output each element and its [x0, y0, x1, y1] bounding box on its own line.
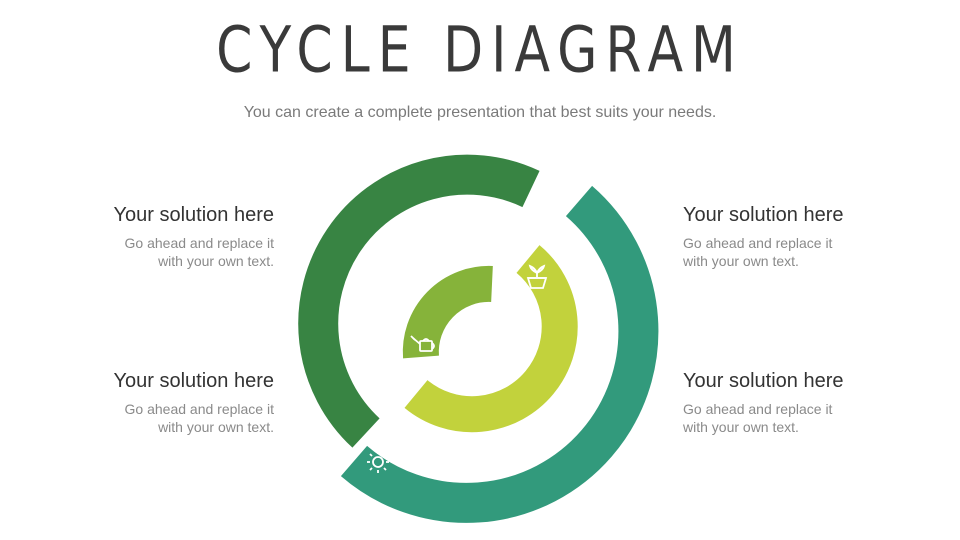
sun-icon: [367, 451, 389, 473]
callout-body-line: with your own text.: [683, 419, 799, 435]
callout-heading: Your solution here: [683, 370, 844, 392]
callout-body: Go ahead and replace it with your own te…: [74, 400, 274, 436]
inner-green-segment: [402, 265, 493, 359]
callout-body-line: Go ahead and replace it: [683, 401, 833, 417]
outer-dark-green-segment: [298, 154, 540, 448]
plant-pot-icon: [526, 264, 548, 289]
callout-top-left: Your solution here Go ahead and replace …: [74, 202, 275, 270]
callout-body: Go ahead and replace it with your own te…: [74, 234, 274, 270]
callout-body: Go ahead and replace it with your own te…: [683, 234, 883, 270]
callout-body-line: Go ahead and replace it: [683, 235, 833, 251]
callout-body-line: with your own text.: [158, 419, 274, 435]
inner-lime-segment: [404, 245, 578, 433]
callout-top-right: Your solution here Go ahead and replace …: [683, 202, 883, 270]
callout-body: Go ahead and replace it with your own te…: [683, 400, 883, 436]
callout-body-line: with your own text.: [158, 253, 274, 269]
callout-body-line: Go ahead and replace it: [124, 235, 274, 251]
slide-subtitle: You can create a complete presentation t…: [243, 104, 717, 121]
slide-title: CYCLE DIAGRAM: [216, 14, 744, 88]
callout-body-line: with your own text.: [683, 253, 799, 269]
callout-heading: Your solution here: [113, 204, 275, 226]
callout-body-line: Go ahead and replace it: [124, 401, 274, 417]
callout-bottom-right: Your solution here Go ahead and replace …: [683, 368, 883, 436]
outer-teal-segment: [340, 185, 659, 523]
callout-bottom-left: Your solution here Go ahead and replace …: [74, 368, 275, 436]
watering-can-icon: [410, 335, 435, 352]
callout-heading: Your solution here: [113, 370, 275, 392]
callout-heading: Your solution here: [683, 204, 844, 226]
person-icon: [518, 205, 540, 226]
